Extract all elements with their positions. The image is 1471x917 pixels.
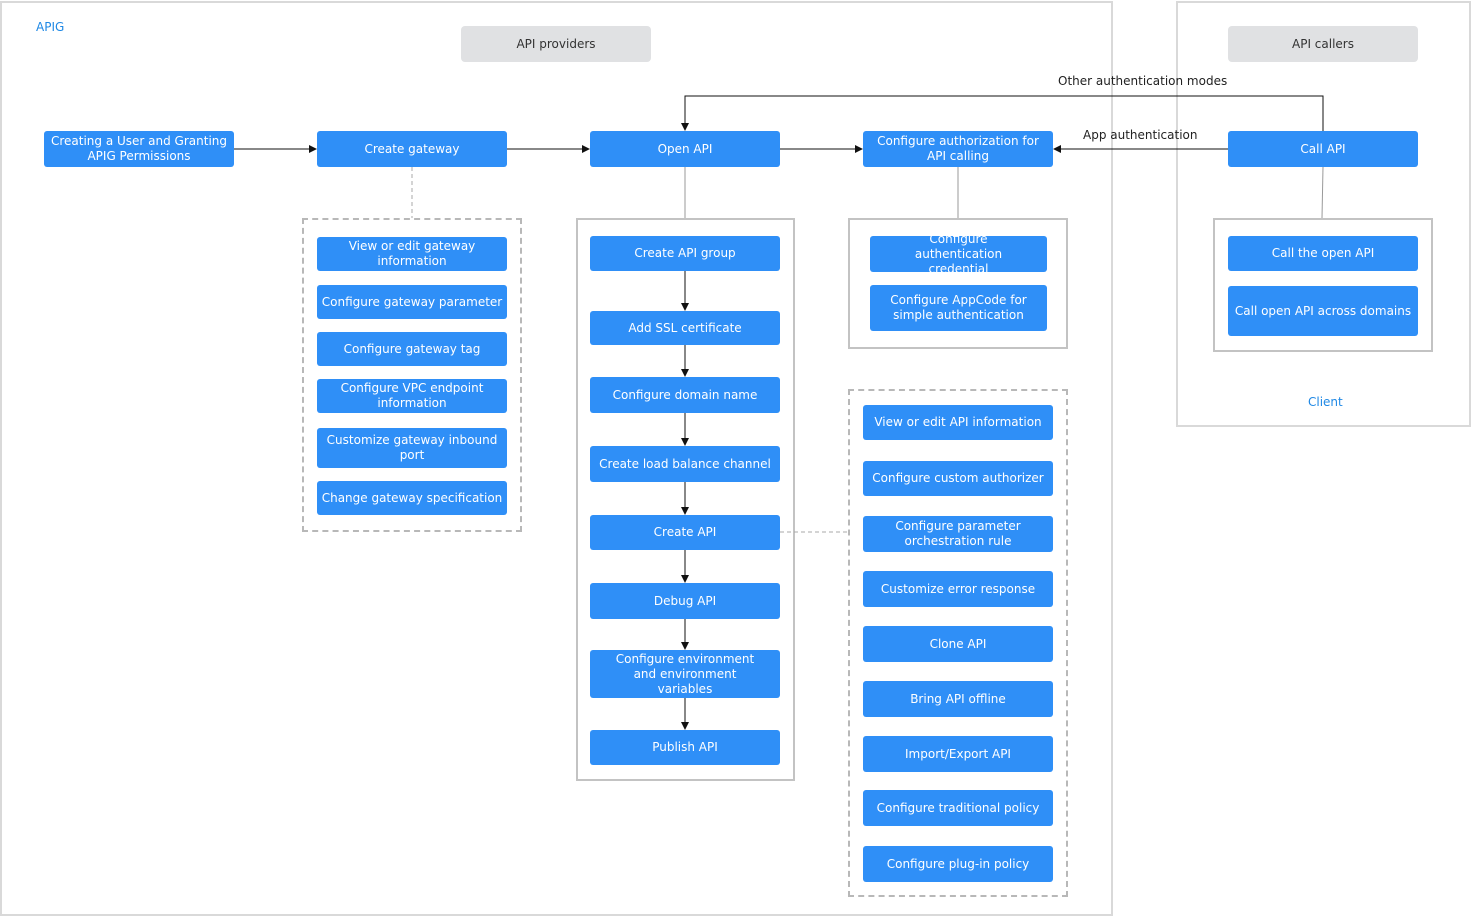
api-task-error-response[interactable]: Customize error response <box>863 571 1053 607</box>
gateway-tasks-group <box>302 218 522 532</box>
gateway-task-specification[interactable]: Change gateway specification <box>317 481 507 515</box>
gateway-task-vpc-endpoint[interactable]: Configure VPC endpoint information <box>317 379 507 413</box>
step-create-api[interactable]: Create API <box>590 515 780 550</box>
call-task-open-api[interactable]: Call the open API <box>1228 236 1418 271</box>
gateway-task-tag[interactable]: Configure gateway tag <box>317 332 507 366</box>
configure-authorization-node[interactable]: Configure authorization for API calling <box>863 131 1053 167</box>
client-zone <box>1176 1 1471 427</box>
apig-zone <box>0 1 1113 916</box>
api-task-view-edit[interactable]: View or edit API information <box>863 405 1053 440</box>
api-task-clone[interactable]: Clone API <box>863 626 1053 662</box>
step-create-load-balance-channel[interactable]: Create load balance channel <box>590 446 780 482</box>
api-task-custom-authorizer[interactable]: Configure custom authorizer <box>863 461 1053 496</box>
gateway-task-inbound-port[interactable]: Customize gateway inbound port <box>317 428 507 468</box>
api-providers-label: API providers <box>461 26 651 62</box>
step-configure-domain-name[interactable]: Configure domain name <box>590 377 780 413</box>
call-api-node[interactable]: Call API <box>1228 131 1418 167</box>
step-add-ssl-certificate[interactable]: Add SSL certificate <box>590 311 780 345</box>
open-api-node[interactable]: Open API <box>590 131 780 167</box>
api-task-orchestration-rule[interactable]: Configure parameter orchestration rule <box>863 516 1053 552</box>
step-publish-api[interactable]: Publish API <box>590 730 780 765</box>
api-task-traditional-policy[interactable]: Configure traditional policy <box>863 790 1053 826</box>
create-user-node[interactable]: Creating a User and Granting APIG Permis… <box>44 131 234 167</box>
api-tasks-group <box>848 389 1068 897</box>
app-auth-label: App authentication <box>1083 128 1198 142</box>
step-configure-environment[interactable]: Configure environment and environment va… <box>590 650 780 698</box>
authorization-tasks-group <box>848 218 1068 349</box>
api-task-import-export[interactable]: Import/Export API <box>863 736 1053 772</box>
call-tasks-group <box>1213 218 1433 352</box>
create-gateway-node[interactable]: Create gateway <box>317 131 507 167</box>
call-task-across-domains[interactable]: Call open API across domains <box>1228 286 1418 336</box>
auth-task-appcode[interactable]: Configure AppCode for simple authenticat… <box>870 285 1047 331</box>
api-callers-label: API callers <box>1228 26 1418 62</box>
auth-task-credential[interactable]: Configure authentication credential <box>870 232 1047 276</box>
client-zone-label: Client <box>1308 395 1343 409</box>
apig-zone-label: APIG <box>36 20 65 34</box>
api-task-plugin-policy[interactable]: Configure plug-in policy <box>863 846 1053 882</box>
gateway-task-parameter[interactable]: Configure gateway parameter <box>317 285 507 319</box>
step-create-api-group[interactable]: Create API group <box>590 236 780 271</box>
gateway-task-view-edit[interactable]: View or edit gateway information <box>317 237 507 271</box>
step-debug-api[interactable]: Debug API <box>590 583 780 619</box>
other-auth-label: Other authentication modes <box>1058 74 1228 88</box>
api-task-offline[interactable]: Bring API offline <box>863 681 1053 717</box>
open-api-steps-group <box>576 218 795 781</box>
